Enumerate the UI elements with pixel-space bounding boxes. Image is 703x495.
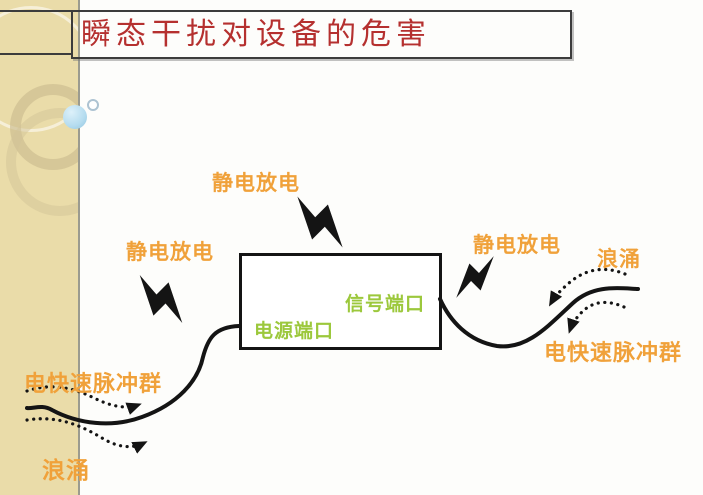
esd-label-left: 静电放电 [126,241,214,264]
signal-port-label: 信号端口 [345,294,426,315]
eft-label-left: 电快速脉冲群 [24,371,163,396]
power-port-label: 电源端口 [254,321,335,342]
decorative-sidebar [0,0,80,495]
surge-right-dotted-arrow [549,267,627,307]
equipment-box: 信号端口 电源端口 [239,253,442,350]
slide-title-box: 瞬态干扰对设备的危害 [71,10,572,59]
small-circle-ornament-icon [87,99,99,111]
eft-label-right: 电快速脉冲群 [544,340,683,365]
eft-right-dotted-arrow [567,300,626,334]
esd-label-right: 静电放电 [473,234,561,257]
lightning-bolt-icon [126,264,196,334]
surge-label-right: 浪涌 [597,248,641,271]
esd-label-top: 静电放电 [212,172,300,195]
surge-label-left: 浪涌 [42,457,90,483]
sphere-ornament-icon [63,105,87,129]
title-box-bottom-rule [0,53,71,55]
slide-title: 瞬态干扰对设备的危害 [81,17,431,51]
ring-ornament-icon [6,108,78,216]
title-box-top-rule [0,10,71,12]
